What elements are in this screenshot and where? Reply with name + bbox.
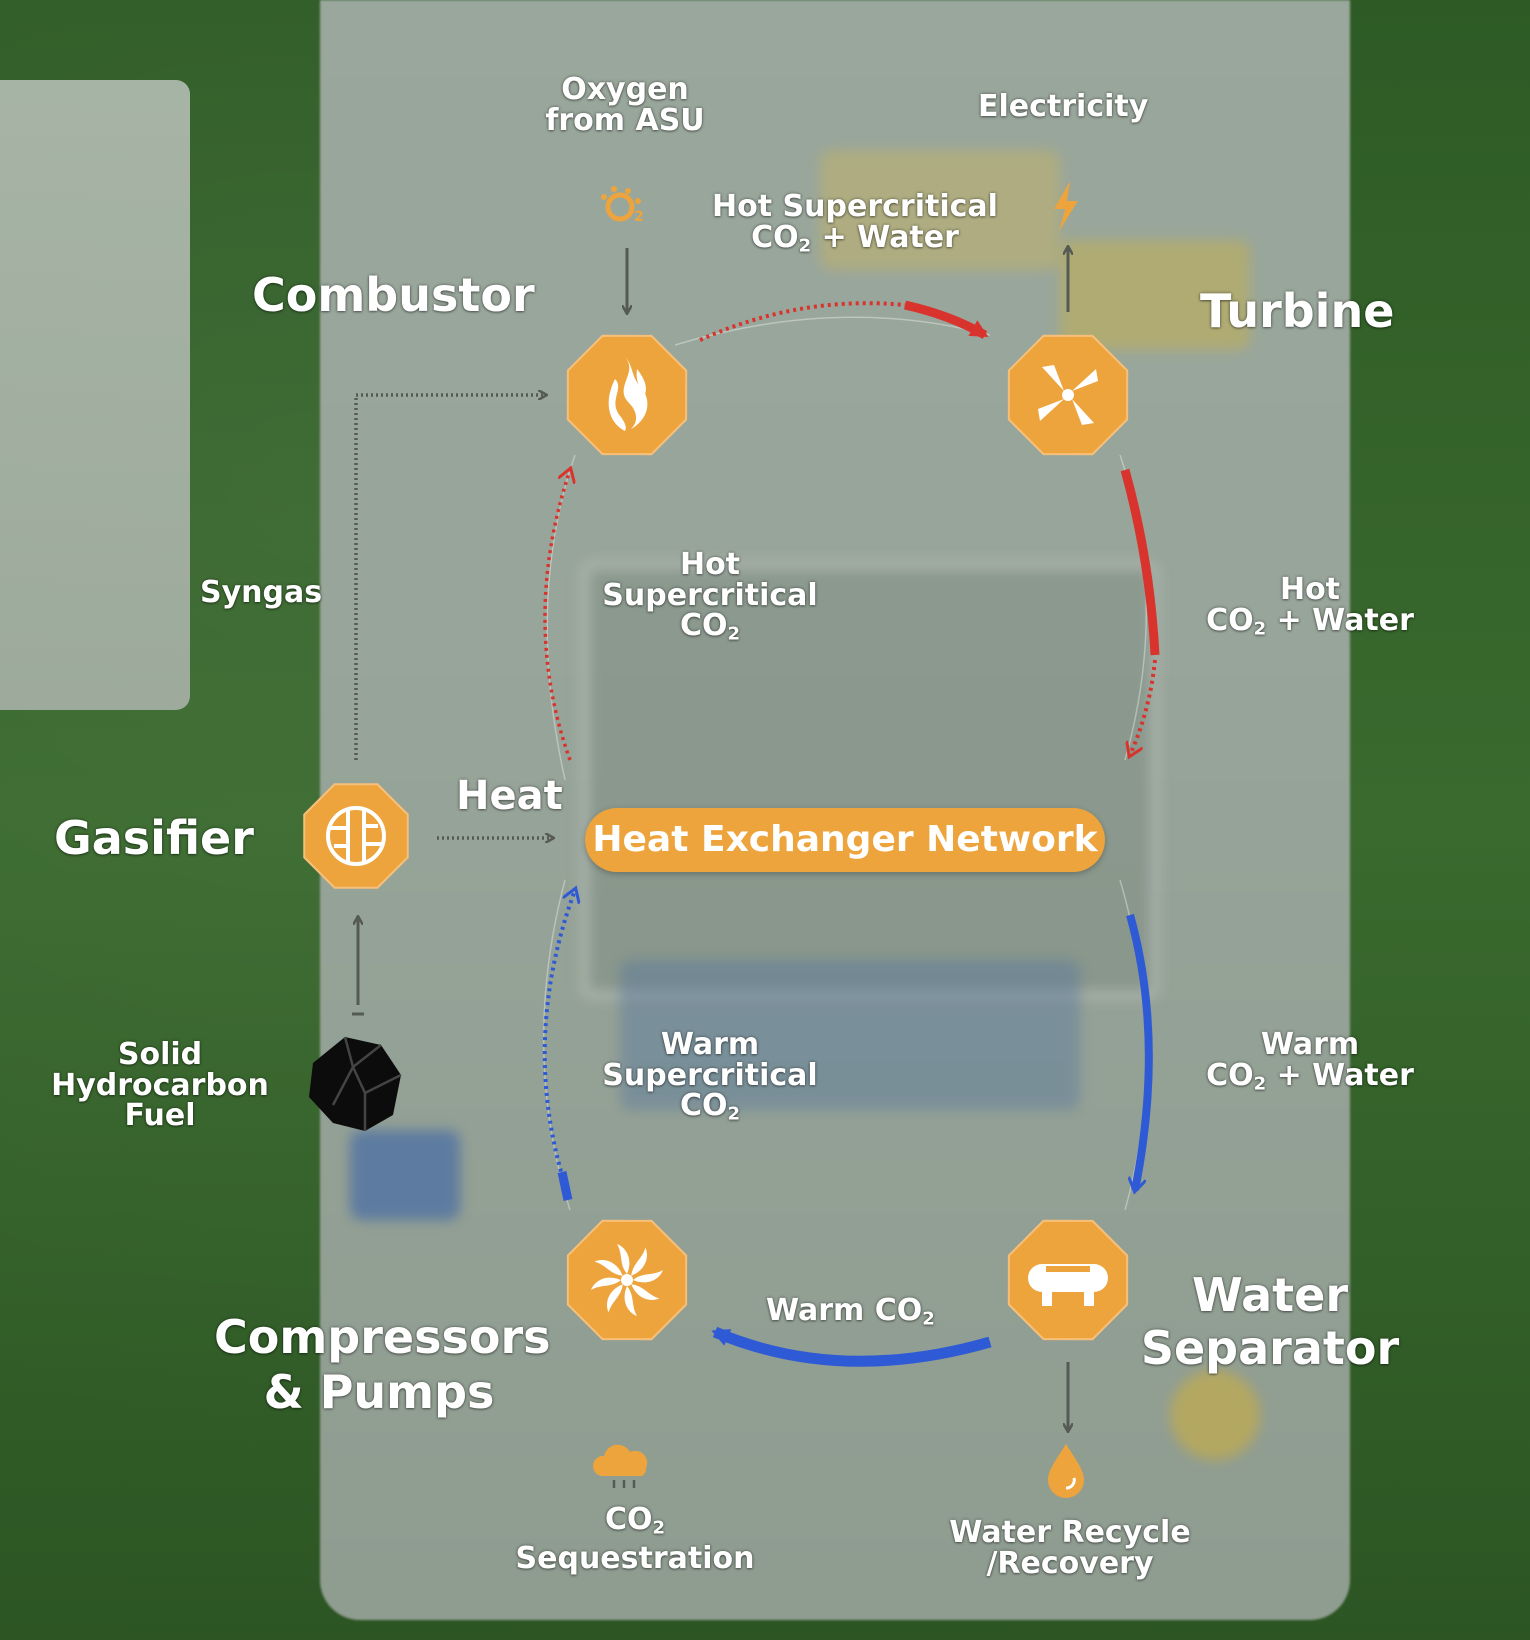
arrow-combustor-turbine <box>904 300 989 339</box>
arrow-turbine-hen <box>1120 468 1160 656</box>
bg-blob <box>350 1130 460 1220</box>
combustor-label: Combustor <box>252 268 535 322</box>
heat-label: Heat <box>456 773 563 819</box>
co2-text: CO <box>1206 602 1254 638</box>
building-background <box>0 80 190 710</box>
gasifier-label: Gasifier <box>54 811 254 865</box>
coal-icon <box>309 1036 402 1131</box>
water-recycle-label: Water Recycle /Recovery <box>920 1515 1220 1581</box>
bg-blob <box>1170 1370 1260 1460</box>
separator-label-line1: Water <box>1191 1268 1348 1322</box>
co2-subscript: 2 <box>922 1308 935 1330</box>
co2-sequestration-label: CO2 Sequestration <box>505 1502 765 1576</box>
water-text: + Water <box>1266 602 1414 638</box>
co2-subscript: 2 <box>1253 618 1267 640</box>
fan-icon <box>591 1244 663 1316</box>
arrow-compressors-hen <box>542 890 575 1186</box>
bg-blob <box>1060 240 1250 350</box>
warm-co2-text: Warm CO <box>766 1293 923 1328</box>
oxygen-label: Oxygen from ASU <box>530 72 720 138</box>
compressors-label-line2: & Pumps <box>263 1364 495 1419</box>
oxygen-label-line2: from ASU <box>545 102 705 138</box>
warm-sc-co2-line2: Supercritical <box>602 1057 818 1093</box>
combustor-node[interactable] <box>543 311 710 478</box>
fuel-label: Solid Hydrocarbon Fuel <box>40 1037 280 1134</box>
arrow-syngas-combustor <box>354 395 545 760</box>
bg-blob <box>580 560 1160 1000</box>
co2-text: CO <box>1206 1057 1254 1093</box>
hot-sc-co2-line1: Hot <box>679 547 741 582</box>
arrow-compressors-hen-stub <box>557 1171 573 1201</box>
hot-sc-co2-water-line2: CO2 + Water <box>700 219 1010 257</box>
warm-co2-water-line1: Warm <box>1260 1027 1360 1062</box>
water-recycle-line1: Water Recycle <box>949 1515 1191 1550</box>
warm-sc-co2-label: Warm Supercritical CO2 <box>590 1027 830 1125</box>
co2-text: CO <box>679 1088 728 1124</box>
warm-sc-co2-line3: CO2 <box>590 1088 830 1125</box>
hot-sc-co2-line2: Supercritical <box>602 577 818 613</box>
co2-subscript: 2 <box>652 1517 666 1539</box>
hot-sc-co2-water-label: Hot Supercritical CO2 + Water <box>700 189 1010 257</box>
co2-subscript: 2 <box>727 1103 741 1125</box>
gasifier-node[interactable] <box>283 763 429 909</box>
co2-subscript: 2 <box>1253 1073 1267 1095</box>
arrow-separator-compressors <box>711 1326 992 1367</box>
cycle-ring <box>542 316 1148 1211</box>
turbine-label: Turbine <box>1200 284 1395 338</box>
turbine-icon <box>1038 365 1098 425</box>
co2-text: CO <box>751 219 799 255</box>
turbine-node[interactable] <box>984 311 1151 478</box>
arrow-combustor-turbine-dotted <box>699 301 906 342</box>
water-text: + Water <box>1266 1057 1414 1093</box>
svg-text:2: 2 <box>634 209 644 225</box>
warm-co2-label: Warm CO2 <box>766 1293 935 1330</box>
water-text: + Water <box>811 219 959 255</box>
fuel-line1: Solid <box>117 1037 203 1072</box>
separator-label: Water Separator <box>1140 1272 1400 1372</box>
co2-subscript: 2 <box>798 235 812 257</box>
hot-sc-co2-water-line1: Hot Supercritical <box>712 189 998 224</box>
compressors-label-line1: Compressors <box>214 1310 551 1364</box>
flame-icon <box>608 357 648 431</box>
compressors-label: Compressors & Pumps <box>214 1310 551 1419</box>
hot-sc-co2-line3: CO2 <box>590 608 830 645</box>
co2-sequestration-line2: Sequestration <box>515 1540 755 1576</box>
droplet-icon <box>1048 1444 1084 1498</box>
warm-sc-co2-line1: Warm <box>660 1027 760 1062</box>
lightning-icon <box>1054 181 1078 231</box>
fuel-line2: Hydrocarbon <box>51 1067 269 1103</box>
separator-label-line2: Separator <box>1140 1320 1400 1375</box>
separator-node[interactable] <box>984 1196 1151 1363</box>
oxygen-label-line1: Oxygen <box>561 72 689 107</box>
syngas-label: Syngas <box>200 575 323 610</box>
electricity-label: Electricity <box>978 89 1149 124</box>
compressors-node[interactable] <box>543 1196 710 1363</box>
fuel-line3: Fuel <box>124 1098 196 1134</box>
hot-sc-co2-label: Hot Supercritical CO2 <box>590 547 830 645</box>
warm-co2-water-label: Warm CO2 + Water <box>1200 1027 1420 1095</box>
co2-text: CO <box>679 608 728 644</box>
bg-blob <box>820 150 1060 270</box>
hot-co2-water-line1: Hot <box>1279 572 1341 607</box>
cloud-icon <box>592 1444 648 1488</box>
co2-sequestration-line1: CO2 <box>505 1502 765 1539</box>
hot-co2-water-line2: CO2 + Water <box>1200 602 1420 640</box>
water-recycle-line2: /Recovery <box>986 1545 1154 1581</box>
heat-exchanger-network[interactable]: Heat Exchanger Network <box>585 808 1105 872</box>
oxygen-icon: 2 <box>601 186 644 225</box>
gasifier-icon <box>326 806 386 866</box>
co2-text: CO <box>604 1502 653 1537</box>
hot-co2-water-label: Hot CO2 + Water <box>1200 572 1420 640</box>
warm-co2-water-line2: CO2 + Water <box>1200 1057 1420 1095</box>
arrow-hen-separator <box>1126 913 1153 1190</box>
bg-blob <box>620 960 1080 1110</box>
arrow-turbine-hen-dotted <box>1130 659 1157 755</box>
co2-subscript: 2 <box>727 623 741 645</box>
arrow-hen-combustor <box>543 470 570 761</box>
